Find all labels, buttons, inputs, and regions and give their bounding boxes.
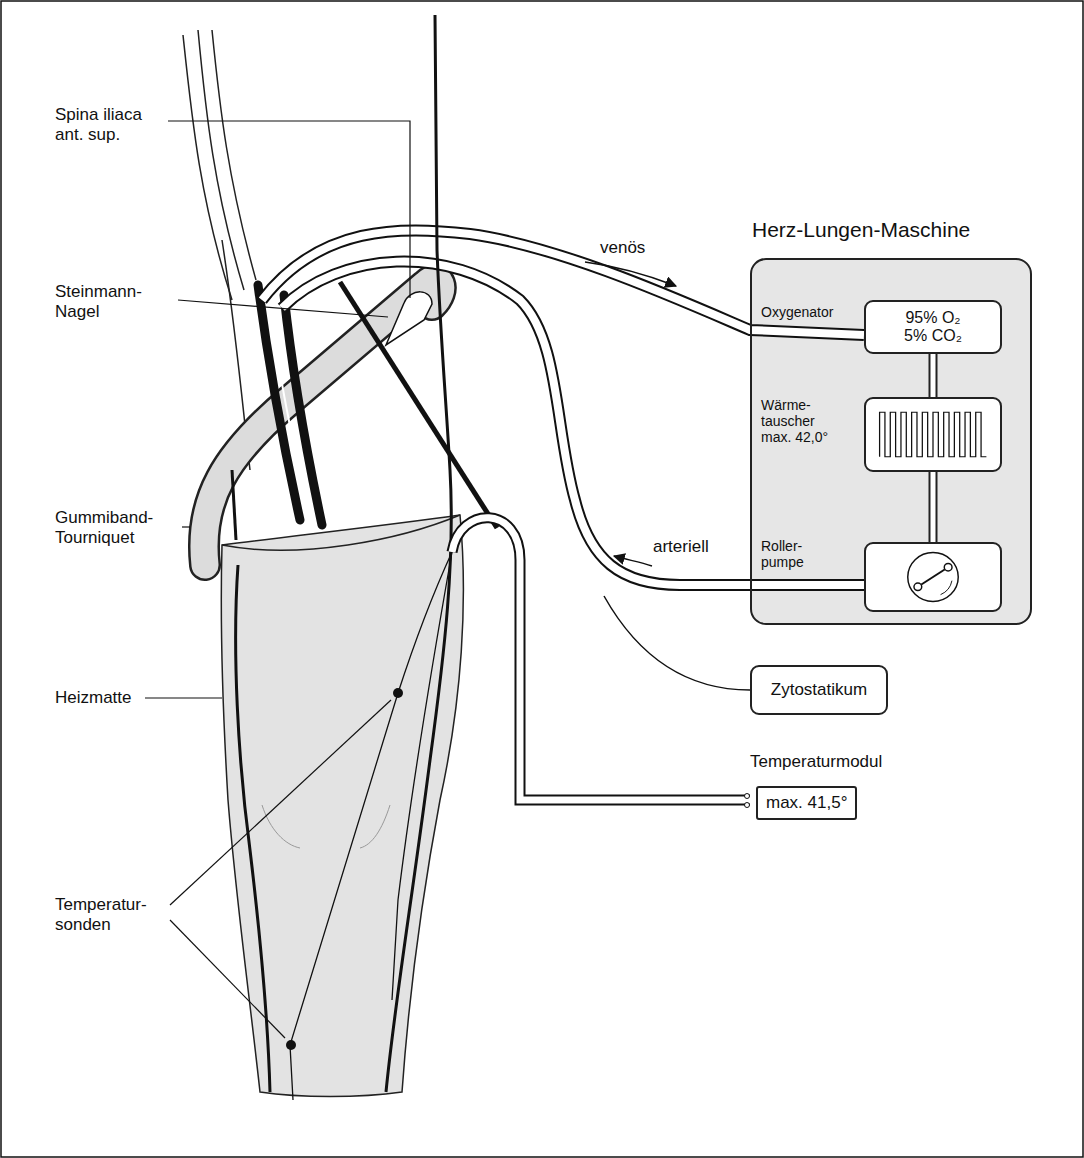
iliac-spine: [386, 292, 432, 345]
roller-pump-symbol: [866, 544, 1000, 610]
flow-label: arteriell: [650, 537, 712, 557]
cytostatic-box: Zytostatikum: [750, 665, 888, 715]
part-label: Gummiband- Tourniquet: [55, 508, 179, 547]
cytostatic-line: [604, 596, 750, 690]
leader-lines: [145, 121, 410, 1038]
probe-cable: [452, 518, 750, 800]
anatomy-label: Spina iliaca ant. sup.: [55, 105, 165, 144]
machine-panel: Herz-Lungen-MaschineOxygenator95% O₂ 5% …: [750, 258, 1032, 625]
connector-pipe: [933, 354, 934, 397]
node-heading: Temperaturmodul: [750, 752, 882, 772]
heat-exchanger-coil: [866, 399, 1000, 470]
arterial-flow-arrow: [614, 556, 652, 566]
roller-pump-box: Roller- pumpe: [864, 542, 1002, 612]
probe-wires: [290, 552, 452, 1100]
leg-contour: [232, 15, 451, 1092]
node-text: 95% O₂ 5% CO₂: [896, 309, 970, 346]
part-label: Steinmann- Nagel: [55, 282, 173, 321]
node-text: Zytostatikum: [771, 680, 867, 700]
heat-exchanger-box: Wärme- tauscher max. 42,0°: [864, 397, 1002, 472]
connector-pipe: [933, 472, 934, 542]
venous-flow-arrow: [585, 262, 676, 286]
part-label: Heizmatte: [55, 688, 132, 708]
node-heading: Herz-Lungen-Maschine: [752, 218, 970, 242]
temperature-module: Temperaturmodulmax. 41,5°: [750, 780, 886, 826]
heating-mat-rim: [222, 515, 460, 550]
node-heading: Oxygenator: [761, 304, 833, 320]
knee-folds: [262, 805, 390, 848]
probe-dot: [286, 1040, 296, 1050]
node-text: max. 41,5°: [756, 786, 857, 820]
femoral-vessels: [258, 285, 322, 525]
connector-pin: [745, 803, 750, 808]
part-label: Temperatur- sonden: [55, 895, 167, 934]
node-heading: Roller- pumpe: [761, 538, 831, 570]
steinmann-nail: [340, 282, 497, 528]
connector-pin: [745, 794, 750, 799]
probe-dot: [393, 688, 403, 698]
flow-label: venös: [597, 238, 648, 258]
node-heading: Wärme- tauscher max. 42,0°: [761, 397, 845, 445]
groin-lines: [183, 30, 256, 470]
machine-panel-ground: [751, 259, 1031, 624]
oxygenator-box: Oxygenator95% O₂ 5% CO₂: [864, 300, 1002, 354]
